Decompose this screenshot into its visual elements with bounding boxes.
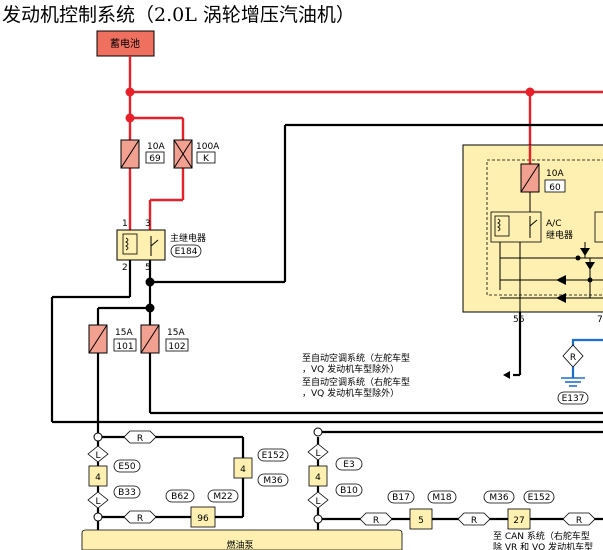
svg-text:B10: B10 — [340, 486, 358, 496]
svg-text:主继电器: 主继电器 — [170, 232, 206, 244]
svg-text:M36: M36 — [263, 476, 282, 486]
svg-text:4: 4 — [315, 473, 321, 483]
svg-text:E184: E184 — [175, 247, 198, 257]
svg-text:E50: E50 — [118, 462, 135, 472]
svg-text:4: 4 — [240, 465, 246, 475]
svg-text:1: 1 — [122, 219, 128, 229]
svg-text:56: 56 — [513, 315, 525, 325]
svg-text:，VQ 发动机车型除外）: ，VQ 发动机车型除外） — [302, 387, 399, 399]
svg-text:除 VR 和 VQ 发动机车型: 除 VR 和 VQ 发动机车型 — [493, 541, 593, 550]
notes: 至自动空调系统（左舵车型 ，VQ 发动机车型除外） 至自动空调系统（右舵车型 ，… — [302, 352, 593, 550]
fuse-102: 15A 102 — [140, 324, 189, 354]
svg-text:R: R — [373, 516, 379, 526]
svg-text:10A: 10A — [546, 169, 564, 179]
svg-text:L: L — [315, 449, 320, 459]
svg-text:R: R — [570, 353, 576, 363]
battery-label: 蓄电池 — [110, 37, 140, 50]
svg-text:100A: 100A — [196, 142, 220, 152]
battery-splice-3 — [525, 87, 535, 97]
svg-text:K: K — [203, 154, 210, 164]
fuse-101: 15A 101 — [88, 324, 137, 354]
svg-text:96: 96 — [197, 514, 209, 524]
svg-text:E152: E152 — [262, 451, 285, 461]
battery-splice-1 — [125, 87, 135, 97]
splice-fuses — [145, 303, 155, 313]
svg-text:15A: 15A — [167, 328, 185, 338]
svg-text:L: L — [95, 451, 100, 461]
svg-text:至自动空调系统（右舵车型: 至自动空调系统（右舵车型 — [302, 376, 410, 388]
svg-text:10A: 10A — [147, 142, 165, 152]
ground-circuit: R E137 — [557, 338, 603, 405]
fuse-k: 100A K — [173, 139, 220, 169]
black-wires — [50, 123, 603, 530]
svg-text:B33: B33 — [118, 488, 136, 498]
svg-text:，VQ 发动机车型除外）: ，VQ 发动机车型除外） — [302, 363, 399, 375]
svg-text:102: 102 — [168, 342, 185, 352]
svg-text:B62: B62 — [171, 492, 189, 502]
svg-text:燃油泵: 燃油泵 — [226, 539, 253, 550]
svg-text:69: 69 — [149, 154, 161, 164]
svg-text:E152: E152 — [528, 493, 551, 503]
svg-text:5: 5 — [145, 263, 151, 273]
left-connectors: R L E50 4 B33 L R B62 M22 96 4 E152 M36 … — [87, 430, 289, 543]
svg-text:L: L — [315, 497, 320, 507]
svg-text:E137: E137 — [562, 394, 585, 404]
svg-text:5: 5 — [418, 516, 424, 526]
svg-text:M18: M18 — [432, 493, 451, 503]
svg-text:至自动空调系统（左舵车型: 至自动空调系统（左舵车型 — [302, 352, 410, 364]
ac-relay-module: 10A 60 A/C 继电器 56 7 — [462, 144, 603, 325]
svg-text:27: 27 — [513, 516, 524, 526]
right-connectors: L E3 4 B10 L R B17 M18 5 M36 E152 R 27 R… — [307, 427, 596, 543]
svg-text:7: 7 — [597, 315, 603, 325]
svg-text:15A: 15A — [115, 328, 133, 338]
battery-wires — [128, 56, 603, 230]
svg-text:R: R — [137, 514, 143, 524]
svg-text:至 CAN 系统（右舵车型: 至 CAN 系统（右舵车型 — [493, 530, 590, 542]
svg-text:M36: M36 — [489, 493, 508, 503]
fuel-pump: 燃油泵 — [81, 529, 403, 550]
page-title: 发动机控制系统（2.0L 涡轮增压汽油机） — [2, 4, 355, 26]
svg-text:继电器: 继电器 — [546, 229, 573, 241]
svg-text:B17: B17 — [392, 493, 410, 503]
battery-box — [96, 30, 155, 57]
svg-text:101: 101 — [116, 342, 133, 352]
fuse-69: 10A 69 — [120, 139, 165, 169]
main-relay: 1 3 2 5 主继电器 E184 — [116, 219, 206, 273]
svg-text:L: L — [95, 497, 100, 507]
splice-pin5 — [145, 277, 155, 287]
arrow-icon — [503, 371, 510, 379]
svg-text:4: 4 — [95, 473, 101, 483]
svg-text:2: 2 — [122, 263, 128, 273]
battery-splice-2 — [125, 113, 135, 123]
svg-text:60: 60 — [549, 183, 561, 193]
svg-text:A/C: A/C — [546, 219, 561, 229]
svg-text:R: R — [471, 516, 477, 526]
svg-text:3: 3 — [145, 219, 151, 229]
svg-text:M22: M22 — [213, 492, 232, 502]
svg-text:R: R — [576, 516, 582, 526]
svg-text:R: R — [137, 434, 143, 444]
svg-text:E3: E3 — [343, 460, 354, 470]
